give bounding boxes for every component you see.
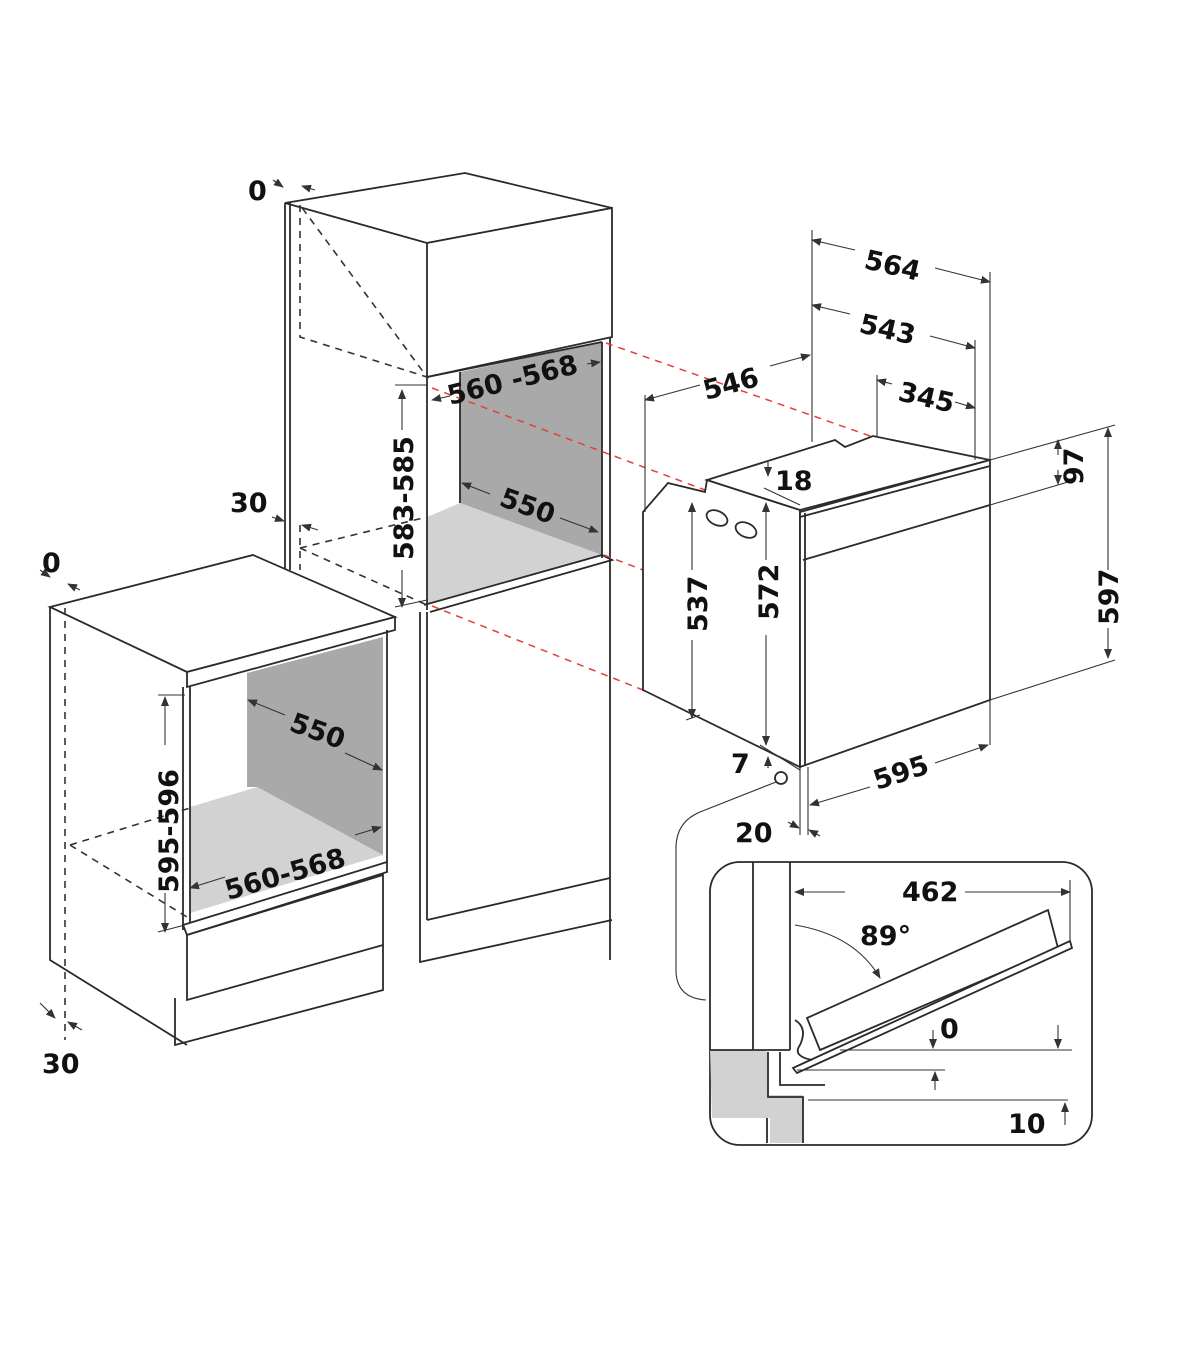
tall-side-gap-label: 30	[230, 488, 268, 519]
detail-callout-icon	[774, 771, 788, 785]
tall-top-gap-label: 0	[248, 176, 267, 207]
projection-lines	[431, 342, 874, 691]
base-top-gap-label: 0	[42, 548, 61, 579]
oven-top-depth-label: 345	[895, 377, 957, 420]
door-detail	[675, 771, 1093, 1146]
oven-top-offset-label: 18	[775, 466, 813, 497]
oven-bottom-offset-label: 7	[731, 749, 750, 780]
door-reach-label: 462	[902, 877, 958, 908]
vent-icon	[734, 521, 758, 539]
oven-total-depth-label: 564	[861, 245, 923, 288]
oven-front-width-label: 595	[870, 750, 933, 797]
door-top-clearance-label: 0	[940, 1014, 959, 1045]
oven-front-thickness-label: 20	[735, 818, 773, 849]
base-cabinet	[47, 554, 398, 1047]
oven-panel-height-label: 97	[1059, 447, 1090, 485]
dimension-lines	[39, 178, 1116, 1031]
door-angle-label: 89°	[860, 921, 911, 952]
oven-side-height-label: 537	[683, 576, 714, 632]
oven	[642, 435, 991, 769]
oven-body-height-label: 572	[754, 564, 785, 620]
tall-niche-height-label: 583-585	[389, 436, 420, 560]
oven-front-height-label: 597	[1094, 569, 1125, 625]
vent-icon	[705, 509, 729, 527]
tall-cabinet	[284, 172, 615, 964]
oven-side-depth-label: 546	[700, 362, 762, 407]
base-niche-height-label: 595-596	[154, 769, 185, 893]
oven-body-depth-label: 543	[856, 309, 918, 352]
door-bottom-clearance-label: 10	[1008, 1109, 1046, 1140]
base-bottom-gap-label: 30	[42, 1049, 80, 1080]
